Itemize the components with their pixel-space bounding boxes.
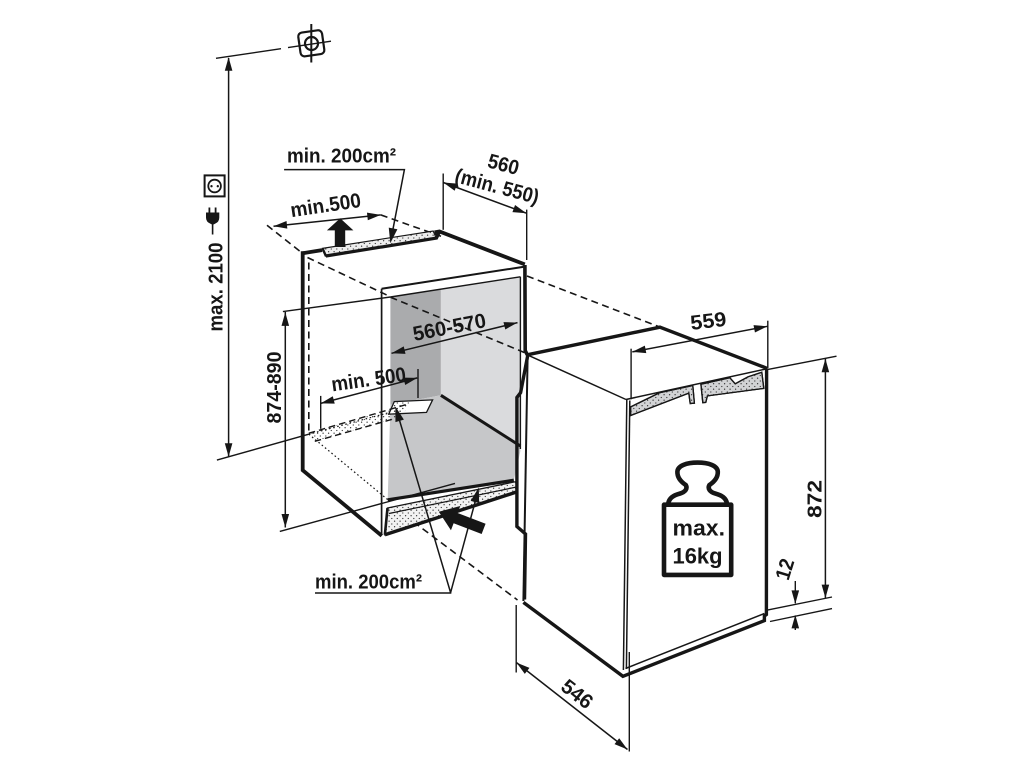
svg-text:max. 2100: max. 2100	[205, 243, 228, 332]
svg-text:559: 559	[689, 308, 728, 335]
svg-text:872: 872	[804, 480, 827, 518]
svg-text:min. 200cm²: min. 200cm²	[287, 145, 396, 168]
svg-text:max.: max.	[673, 516, 726, 541]
svg-text:16kg: 16kg	[673, 544, 723, 569]
svg-text:874-890: 874-890	[263, 352, 286, 424]
svg-text:min. 200cm²: min. 200cm²	[315, 571, 422, 594]
